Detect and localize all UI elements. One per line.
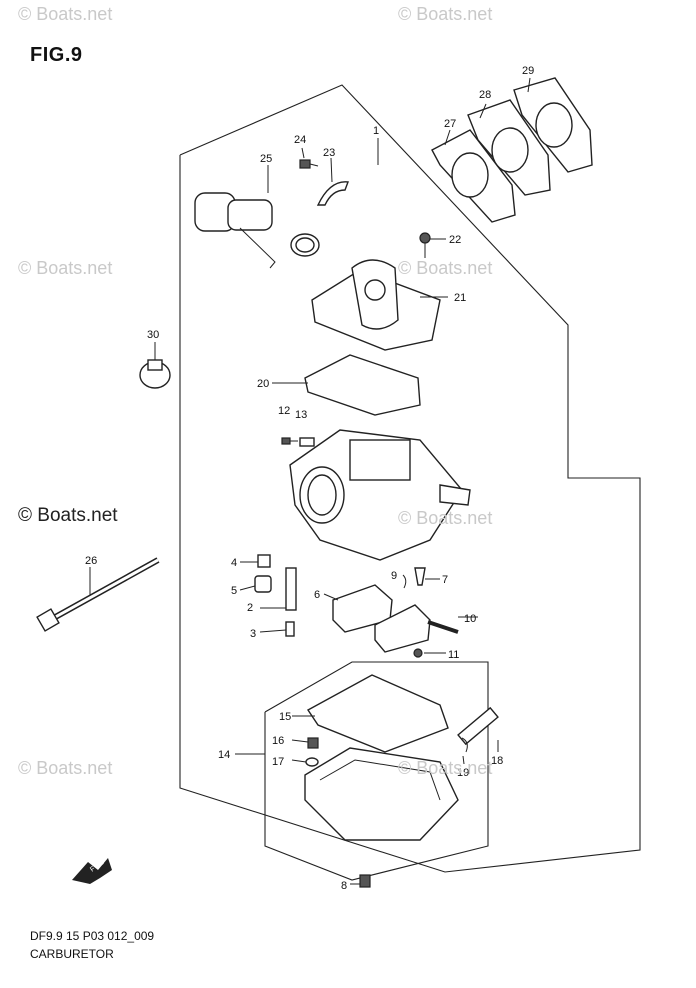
part-18-hose	[457, 706, 499, 746]
part-23-clip	[316, 181, 349, 206]
watermark: © Boats.net	[18, 4, 113, 24]
callout-17: 17	[272, 756, 284, 768]
part-20-gasket	[304, 354, 421, 416]
float-bowl-frame	[264, 661, 489, 881]
callout-30: 30	[147, 329, 159, 341]
part-10-pin	[427, 620, 459, 634]
callout-2: 2	[247, 602, 253, 614]
watermark: © Boats.net	[398, 758, 493, 778]
part-21-cover	[311, 259, 441, 351]
part-2-nozzle	[285, 567, 297, 611]
forward-arrow-icon: FWD	[72, 858, 112, 884]
figure-title: FIG.9	[30, 44, 83, 66]
part-13-spring	[299, 437, 315, 447]
part-11-screw	[413, 648, 423, 658]
part-29-gasket	[513, 77, 593, 173]
callout-12: 12	[278, 405, 290, 417]
callout-16: 16	[272, 735, 284, 747]
watermark: © Boats.net	[398, 508, 493, 528]
callout-29: 29	[522, 65, 534, 77]
callout-15: 15	[279, 711, 291, 723]
callout-6: 6	[314, 589, 320, 601]
part-19-clip	[461, 737, 468, 753]
part-5-jet	[254, 575, 272, 593]
callout-28: 28	[479, 89, 491, 101]
callout-1: 1	[373, 125, 379, 137]
part-6-float	[332, 584, 431, 653]
part-16-screw	[307, 737, 319, 749]
part-26-bolt	[36, 557, 160, 632]
callout-25: 25	[260, 153, 272, 165]
part-27-gasket	[431, 129, 516, 223]
part-3-jet	[285, 621, 295, 637]
part-12-screw	[281, 437, 298, 445]
callout-19: 19	[457, 767, 469, 779]
callout-7: 7	[442, 574, 448, 586]
part-28-gasket	[467, 99, 551, 196]
callout-4: 4	[231, 557, 237, 569]
callout-18: 18	[491, 755, 503, 767]
callout-26: 26	[85, 555, 97, 567]
part-8-bolt	[359, 874, 371, 888]
part-15-gasket	[306, 674, 449, 753]
callout-13: 13	[295, 409, 307, 421]
part-7-needle-valve	[414, 567, 426, 586]
callout-10: 10	[464, 613, 476, 625]
part-17-washer	[305, 757, 319, 767]
part-25-throttle-sensor	[194, 192, 320, 269]
carburetor-body	[289, 429, 471, 561]
callout-24: 24	[294, 134, 306, 146]
callout-23: 23	[323, 147, 335, 159]
part-22-screw	[419, 232, 431, 258]
callout-labels: 1 2 3 4 5 6 7 8 9 10 11 12 13 14 15 16 1…	[85, 65, 534, 892]
watermark: © Boats.net	[18, 758, 113, 778]
assembly-frame	[179, 84, 641, 873]
watermark-dark: © Boats.net	[18, 505, 118, 526]
callout-11: 11	[448, 649, 459, 661]
watermark: © Boats.net	[398, 258, 493, 278]
leader-lines	[89, 77, 531, 885]
callout-22: 22	[449, 234, 461, 246]
part-4-jet	[257, 554, 271, 568]
callout-3: 3	[250, 628, 256, 640]
part-30-plug	[139, 359, 171, 389]
callout-14: 14	[218, 749, 230, 761]
figure-code: DF9.9 15 P03 012_009	[30, 929, 155, 943]
watermark: © Boats.net	[398, 4, 493, 24]
callout-8: 8	[341, 880, 347, 892]
watermark: © Boats.net	[18, 258, 113, 278]
part-14-float-bowl	[304, 747, 459, 841]
part-24-screw	[299, 159, 319, 169]
figure-caption: CARBURETOR	[30, 947, 114, 961]
callout-27: 27	[444, 118, 456, 130]
callout-21: 21	[454, 292, 466, 304]
callout-5: 5	[231, 585, 237, 597]
callout-20: 20	[257, 378, 269, 390]
callout-9: 9	[391, 570, 397, 582]
part-9-clip	[402, 574, 407, 589]
